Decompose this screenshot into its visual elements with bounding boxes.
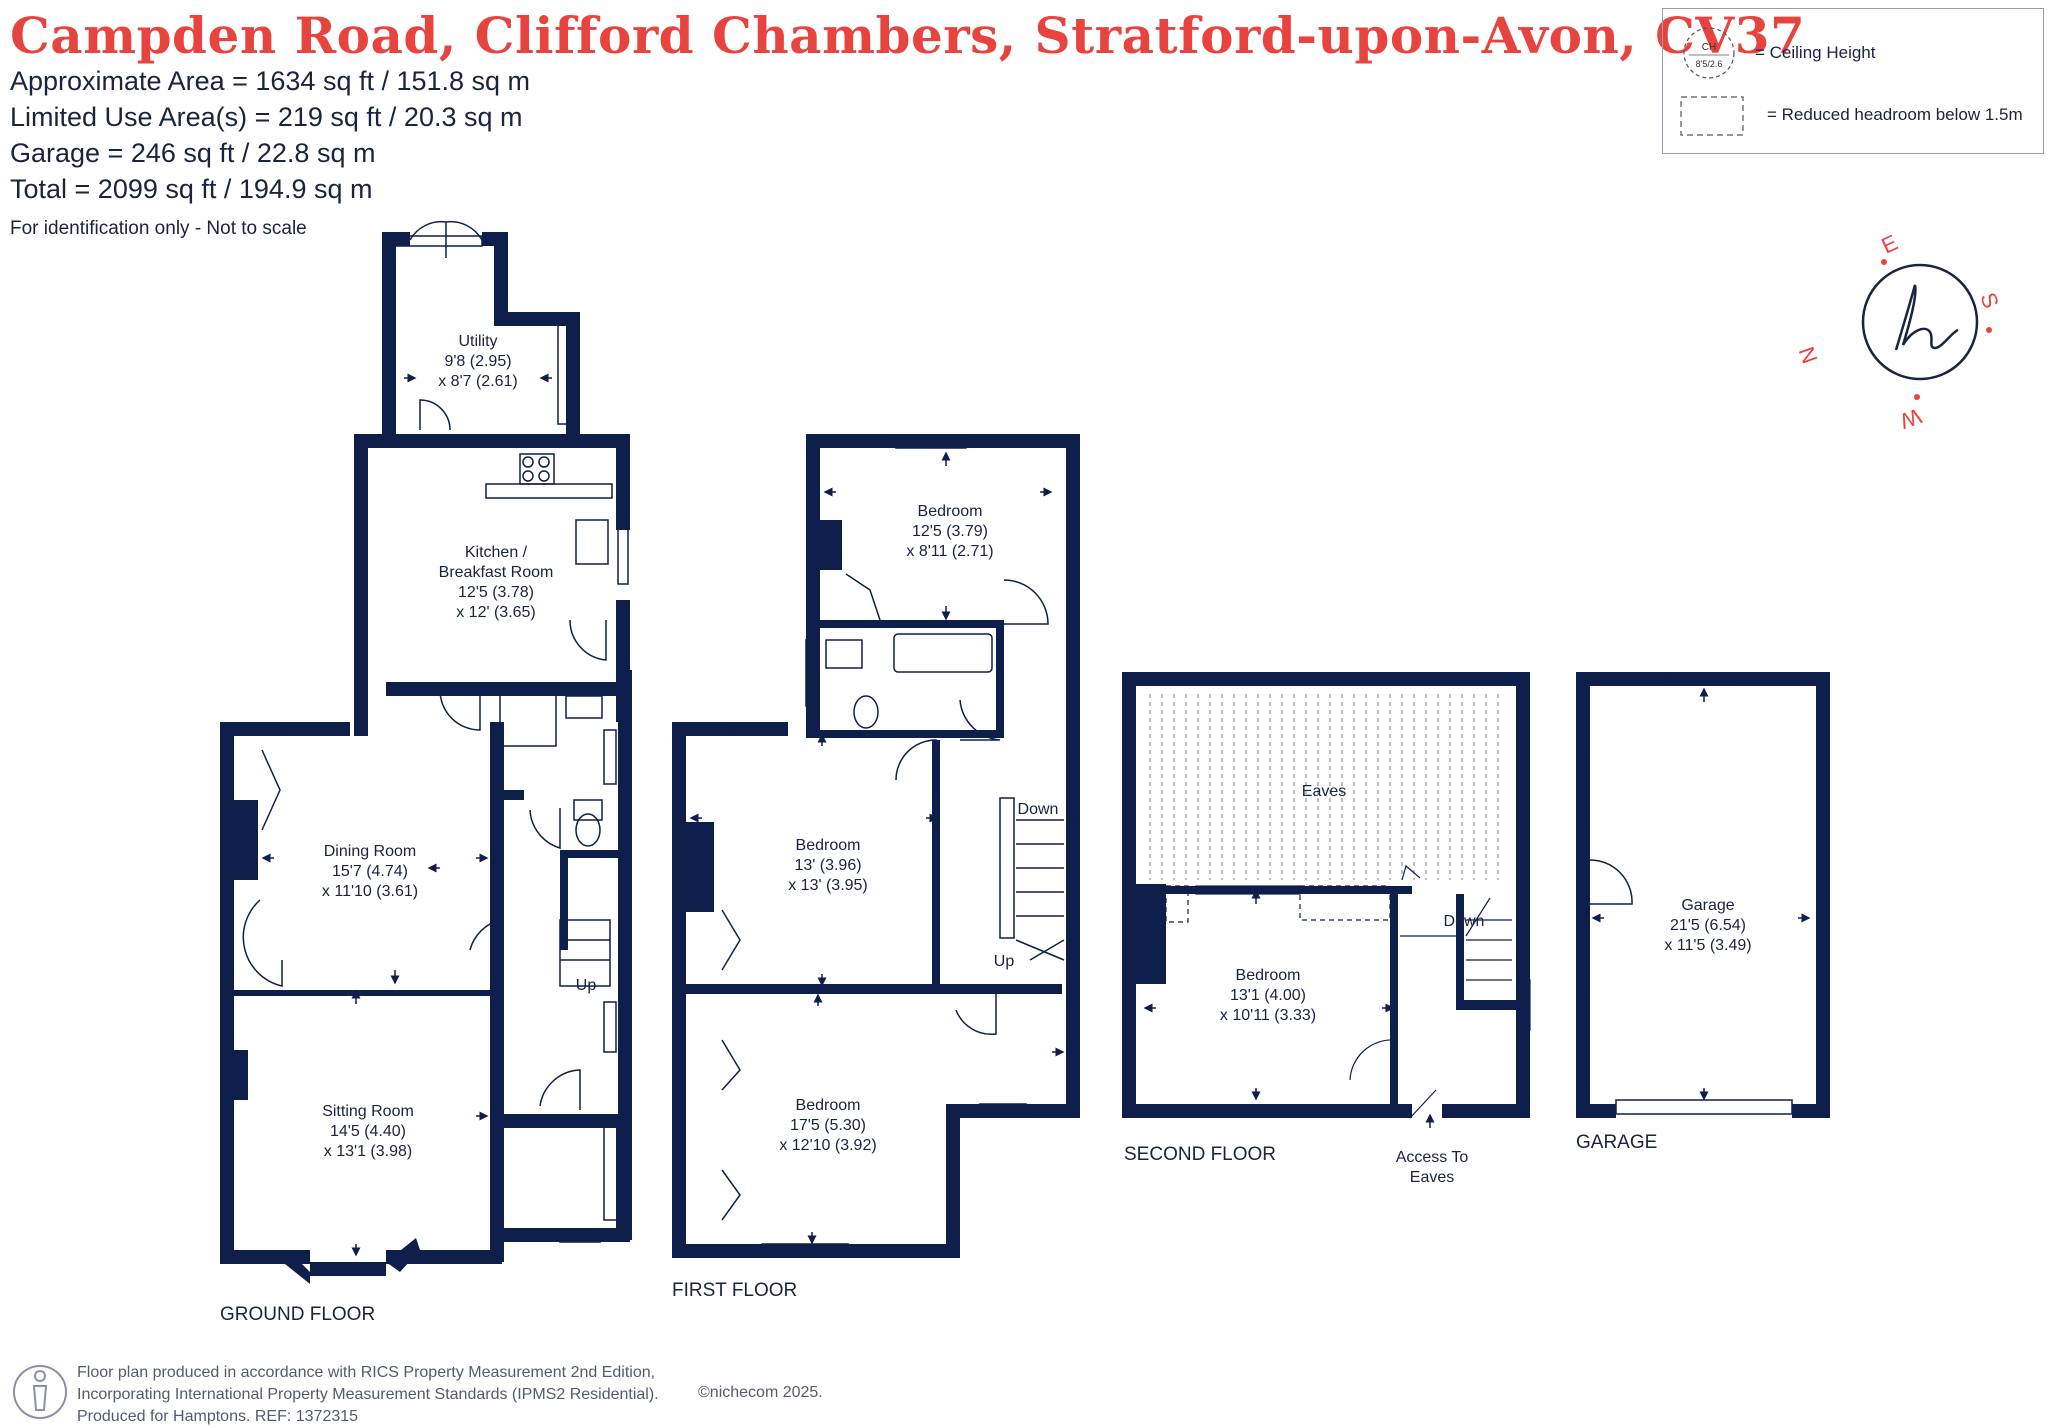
ceiling-height-symbol: CH 8'5/2.6 [1680,27,1744,136]
dining-dim1: 15'7 (4.74) [332,863,408,880]
copyright: ©nichecom 2025. [698,1384,823,1401]
garage-area: Garage = 246 sq ft / 22.8 sq m [10,138,376,168]
garage-dim2: x 11'5 (3.49) [1664,937,1751,954]
person-icon [13,1365,67,1419]
eaves-label: Eaves [1302,783,1346,800]
wall [382,232,396,434]
legend-box: CH 8'5/2.6 = Ceiling Height = Reduced he… [1662,8,2044,154]
garage-label: Garage [1681,897,1734,914]
bedroom-rear-dim1: 12'5 (3.79) [912,523,988,540]
compass-n: N [1794,343,1823,366]
second-floor-label: SECOND FLOOR [1124,1144,1276,1165]
sitting-dim2: x 13'1 (3.98) [324,1143,412,1160]
second-floor-details [1149,694,1531,1119]
legend-ceiling-height: = Ceiling Height [1755,43,1876,62]
access-eaves-label-2: Eaves [1410,1169,1454,1186]
sitting-label: Sitting Room [322,1103,414,1120]
kitchen-dim1: 12'5 (3.78) [458,584,534,601]
first-floor-details [721,435,1079,1257]
ch-sample-text: 8'5/2.6 [1696,59,1723,69]
bedroom-rear-dim2: x 8'11 (2.71) [906,543,993,560]
floor-labels: GROUND FLOOR FIRST FLOOR SECOND FLOOR GA… [220,1132,1657,1325]
total-area: Total = 2099 sq ft / 194.9 sq m [10,174,373,204]
stairs-down-first: Down [1018,801,1059,818]
dining-label: Dining Room [324,843,416,860]
utility-dim1: 9'8 (2.95) [444,353,511,370]
kitchen-label: Kitchen / [465,544,528,561]
dining-dim2: x 11'10 (3.61) [322,883,418,900]
ground-floor-details [242,220,629,1243]
footer-line-2: Incorporating International Property Mea… [77,1386,659,1403]
kitchen-dim2: x 12' (3.65) [456,604,536,621]
garage-details [1577,673,1793,1115]
first-floor-label: FIRST FLOOR [672,1280,797,1301]
scale-disclaimer: For identification only - Not to scale [10,218,307,239]
dimension-arrows [261,373,1811,1257]
access-eaves-label-1: Access To [1396,1149,1469,1166]
bedroom-rear-label: Bedroom [918,503,983,520]
first-floor-plan [672,434,1080,1258]
bedroom-mid-dim2: x 13' (3.95) [788,877,868,894]
compass-w: W [1897,403,1925,434]
legend-reduced-headroom: = Reduced headroom below 1.5m [1767,105,2023,124]
stairs-down-second: Down [1444,913,1485,930]
bedroom-mid-label: Bedroom [796,837,861,854]
footer-line-1: Floor plan produced in accordance with R… [77,1364,656,1381]
second-floor-plan [1122,672,1530,1118]
compass-s: S [1975,289,2004,311]
limited-use-area: Limited Use Area(s) = 219 sq ft / 20.3 s… [10,102,523,132]
utility-label: Utility [458,333,497,350]
footer-text: Floor plan produced in accordance with R… [77,1362,659,1428]
bedroom-front-dim1: 17'5 (5.30) [790,1117,866,1134]
ground-floor-plan [220,232,632,1284]
bedroom-mid-dim1: 13' (3.96) [794,857,861,874]
bedroom-second-dim1: 13'1 (4.00) [1230,987,1306,1004]
bedroom-front-dim2: x 12'10 (3.92) [779,1137,876,1154]
utility-dim2: x 8'7 (2.61) [438,373,518,390]
bedroom-second-label: Bedroom [1236,967,1301,984]
garage-plan [1576,672,1830,1118]
stairs-up-ground: Up [576,977,597,994]
sitting-dim1: 14'5 (4.40) [330,1123,406,1140]
approx-area: Approximate Area = 1634 sq ft / 151.8 sq… [10,66,531,96]
footer-line-3: Produced for Hamptons. REF: 1372315 [77,1408,359,1425]
stairs-up-first: Up [994,953,1015,970]
compass-e: E [1878,230,1902,259]
ground-floor-label: GROUND FLOOR [220,1304,375,1325]
bedroom-front-label: Bedroom [796,1097,861,1114]
ch-symbol-text: CH [1702,42,1716,53]
reduced-headroom-symbol [1680,96,1744,136]
garage-floor-label: GARAGE [1576,1132,1657,1153]
garage-dim1: 21'5 (6.54) [1670,917,1746,934]
room-labels: Utility 9'8 (2.95) x 8'7 (2.61) Kitchen … [322,333,1752,1186]
kitchen-label-2: Breakfast Room [439,564,554,581]
compass-logo: E S W N [1794,230,2004,434]
bedroom-second-dim2: x 10'11 (3.33) [1220,1007,1316,1024]
property-address-title: Campden Road, Clifford Chambers, Stratfo… [10,6,1806,65]
